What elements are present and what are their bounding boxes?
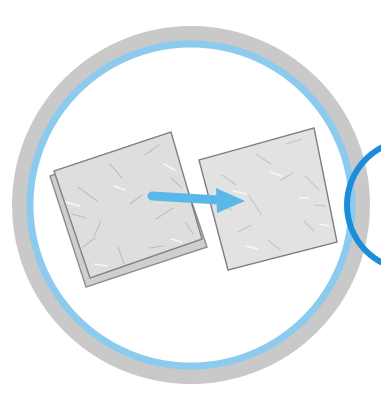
- right-pad-sheet: [198, 127, 338, 271]
- arrow-head: [216, 188, 245, 213]
- left-pad: [49, 131, 208, 288]
- outer-gray-ring: [12, 26, 370, 384]
- clipped-blue-ring: [344, 144, 381, 266]
- right-pad: [198, 127, 338, 271]
- left-pad-texture: [71, 144, 194, 265]
- left-pad-highlights: [65, 163, 183, 267]
- inner-blue-ring: [26, 40, 356, 370]
- right-pad-highlights: [232, 171, 330, 250]
- arrow-shaft: [147, 191, 224, 205]
- diagram-content: [12, 26, 381, 384]
- transfer-arrow-group: [147, 188, 245, 213]
